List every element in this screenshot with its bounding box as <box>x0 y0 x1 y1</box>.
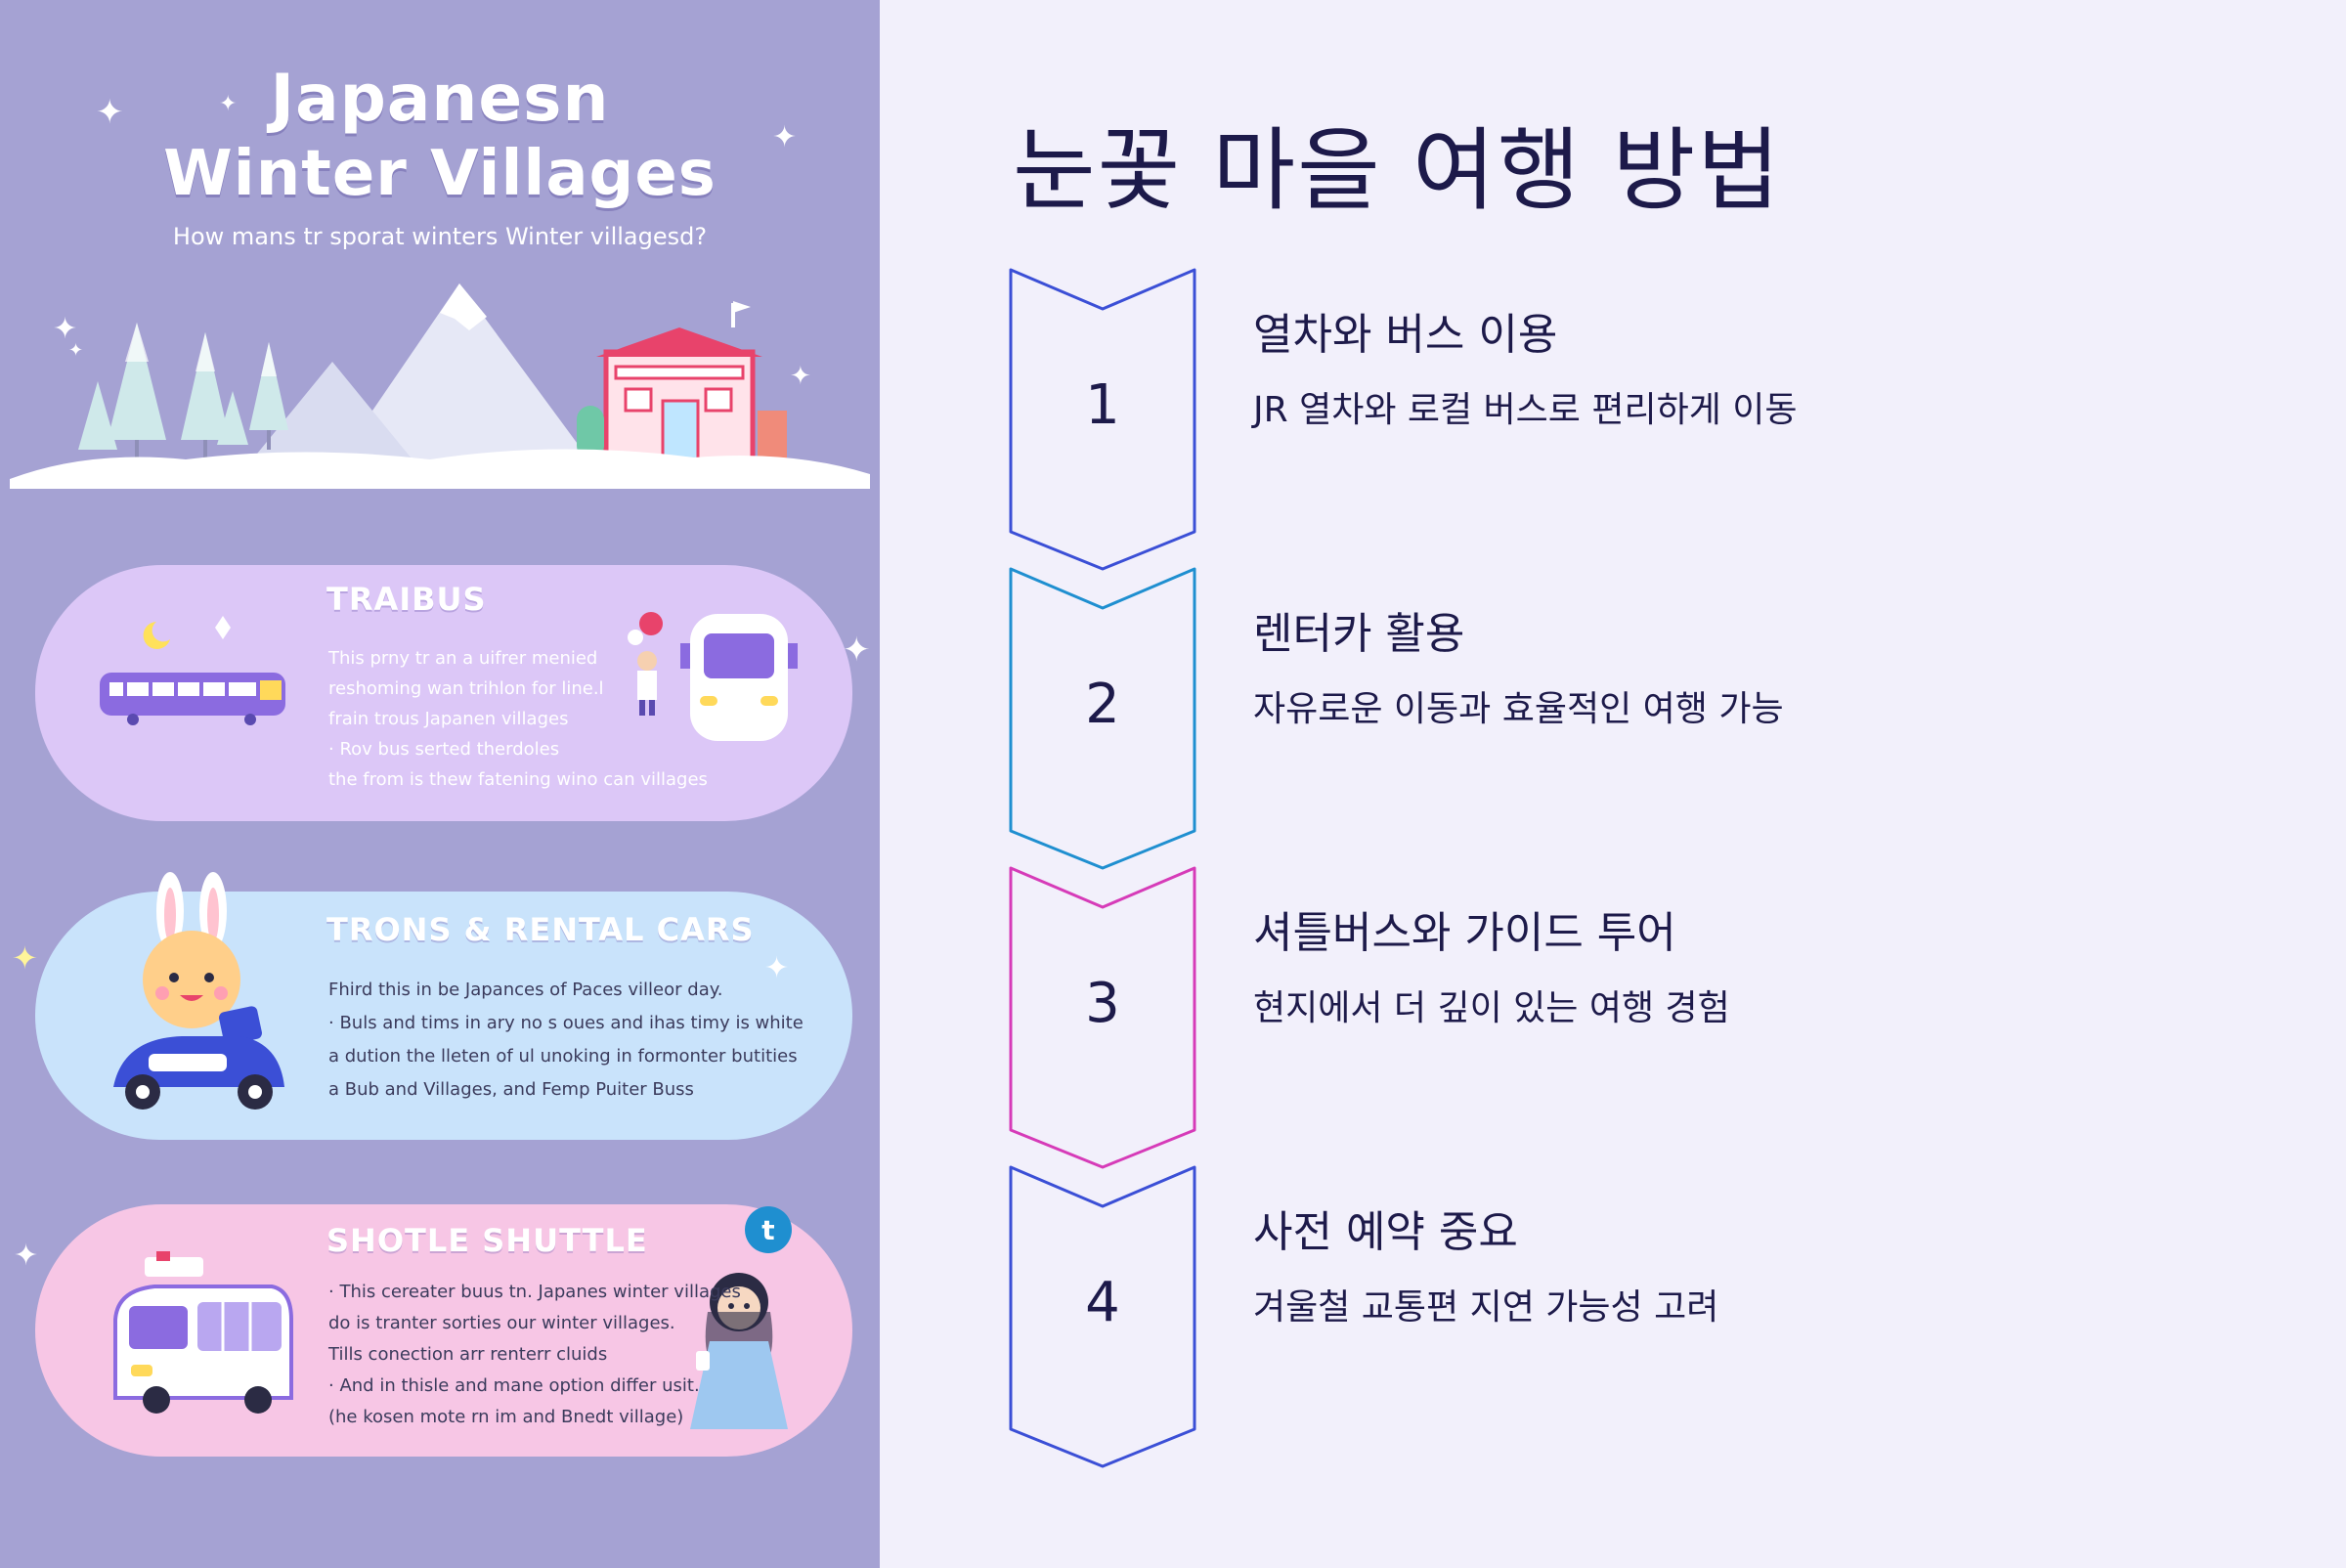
card-train-bus: TRAIBUS This prny tr an a uifrer menied … <box>35 565 852 821</box>
step-4: 4 사전 예약 중요 겨울철 교통편 지연 가능성 고려 <box>1007 1163 2278 1468</box>
sparkle-icon: ✦ <box>12 939 38 977</box>
sparkle-icon: ✦ <box>53 312 78 346</box>
card-line: · Buls and tims in ary no s oues and iha… <box>328 1013 804 1033</box>
step-description: 자유로운 이동과 효율적인 여행 가능 <box>1253 689 1784 729</box>
content-panel: 눈꽃 마을 여행 방법 1 열차와 버스 이용 JR 열차와 로컬 버스로 편리… <box>880 0 2346 1568</box>
step-heading: 셔틀버스와 가이드 투어 <box>1253 908 1676 958</box>
card-title: TRONS & RENTAL CARS <box>326 911 755 948</box>
chevron-step-icon <box>1009 567 1196 870</box>
purple-train-illustration <box>100 616 285 725</box>
winter-village-illustration <box>10 283 870 489</box>
bunny-car-illustration <box>113 872 284 1110</box>
step-number: 4 <box>1085 1271 1120 1334</box>
step-2: 2 렌터카 활용 자유로운 이동과 효율적인 여행 가능 <box>1007 565 2278 870</box>
step-3: 3 셔틀버스와 가이드 투어 현지에서 더 깊이 있는 여행 경험 <box>1007 864 2278 1169</box>
bus-and-conductor-illustration <box>628 612 798 741</box>
sparkle-icon: ✦ <box>68 340 84 361</box>
card-body: This prny tr an a uifrer menied reshomin… <box>328 643 708 795</box>
poster-title: Japanesn Winter Villages <box>0 61 880 211</box>
page-title: 눈꽃 마을 여행 방법 <box>1013 118 1782 223</box>
sparkle-icon: ✦ <box>764 951 790 985</box>
chevron-outline <box>1009 866 1196 1169</box>
step-description: 현지에서 더 깊이 있는 여행 경험 <box>1253 988 1730 1028</box>
poster-title-line2: Winter Villages <box>163 138 717 210</box>
card-line: a dution the lleten of ul unoking in for… <box>328 1046 798 1067</box>
poster-subtitle: How mans tr sporat winters Winter villag… <box>172 223 708 250</box>
chevron-step-icon <box>1009 268 1196 571</box>
card-line: the from is thew fatening wino can villa… <box>328 769 708 790</box>
poster-panel: ✦ ✦ ✦ ✦ ✦ ✦ ✦ ✦ ✦ Japanesn Winter Villag… <box>0 0 880 1568</box>
step-heading: 사전 예약 중요 <box>1253 1207 1518 1257</box>
card-line: a Bub and Villages, and Femp Puiter Buss <box>328 1079 694 1100</box>
chevron-outline <box>1009 268 1196 571</box>
poster-title-line1: Japanesn <box>270 61 610 136</box>
step-1: 1 열차와 버스 이용 JR 열차와 로컬 버스로 편리하게 이동 <box>1007 266 2278 571</box>
step-description: JR 열차와 로컬 버스로 편리하게 이동 <box>1253 390 1798 430</box>
girl-with-phone-illustration: t <box>690 1206 792 1429</box>
sparkle-icon: ✦ <box>772 120 798 154</box>
chevron-outline <box>1009 1165 1196 1468</box>
step-description: 겨울철 교통편 지연 가능성 고려 <box>1253 1287 1719 1328</box>
card-line: do is tranter sorties our winter village… <box>328 1313 675 1333</box>
card-title: SHOTLE SHUTTLE <box>326 1222 648 1259</box>
sparkle-icon: ✦ <box>219 92 238 116</box>
card-shuttle: t SHOTLE SHUTTLE · This cereater buus tn… <box>35 1204 852 1457</box>
card-line: · And in thisle and mane option differ u… <box>328 1375 700 1396</box>
step-number: 1 <box>1085 373 1120 437</box>
chevron-step-icon <box>1009 866 1196 1169</box>
sparkle-icon: ✦ <box>790 362 811 391</box>
card-line: · Rov bus serted therdoles <box>328 739 560 760</box>
step-heading: 렌터카 활용 <box>1253 609 1465 659</box>
card-body: Fhird this in be Japances of Paces ville… <box>328 974 804 1107</box>
chevron-step-icon <box>1009 1165 1196 1468</box>
sparkle-icon: ✦ <box>14 1239 39 1273</box>
step-number: 2 <box>1085 673 1120 736</box>
card-line: Fhird this in be Japances of Paces ville… <box>328 980 723 1000</box>
card-line: Tills conection arr renterr cluids <box>328 1344 608 1365</box>
card-line: · This cereater buus tn. Japanes winter … <box>328 1282 741 1302</box>
card-body: · This cereater buus tn. Japanes winter … <box>328 1277 741 1433</box>
card-line: This prny tr an a uifrer menied <box>328 648 598 669</box>
card-line: frain trous Japanen villages <box>328 709 569 729</box>
step-heading: 열차와 버스 이용 <box>1253 310 1558 360</box>
chevron-outline <box>1009 567 1196 870</box>
card-line: (he kosen mote rn im and Bnedt village) <box>328 1407 684 1427</box>
step-number: 3 <box>1085 972 1120 1035</box>
card-line: reshoming wan trihlon for line.l <box>328 678 604 699</box>
svg-text:t: t <box>761 1214 774 1246</box>
card-title: TRAIBUS <box>326 581 487 618</box>
shuttle-bus-illustration <box>113 1251 293 1414</box>
sparkle-icon: ✦ <box>96 93 124 132</box>
card-trains-rental-cars: ✦ TRONS & RENTAL CARS Fhird this in be J… <box>35 872 852 1140</box>
